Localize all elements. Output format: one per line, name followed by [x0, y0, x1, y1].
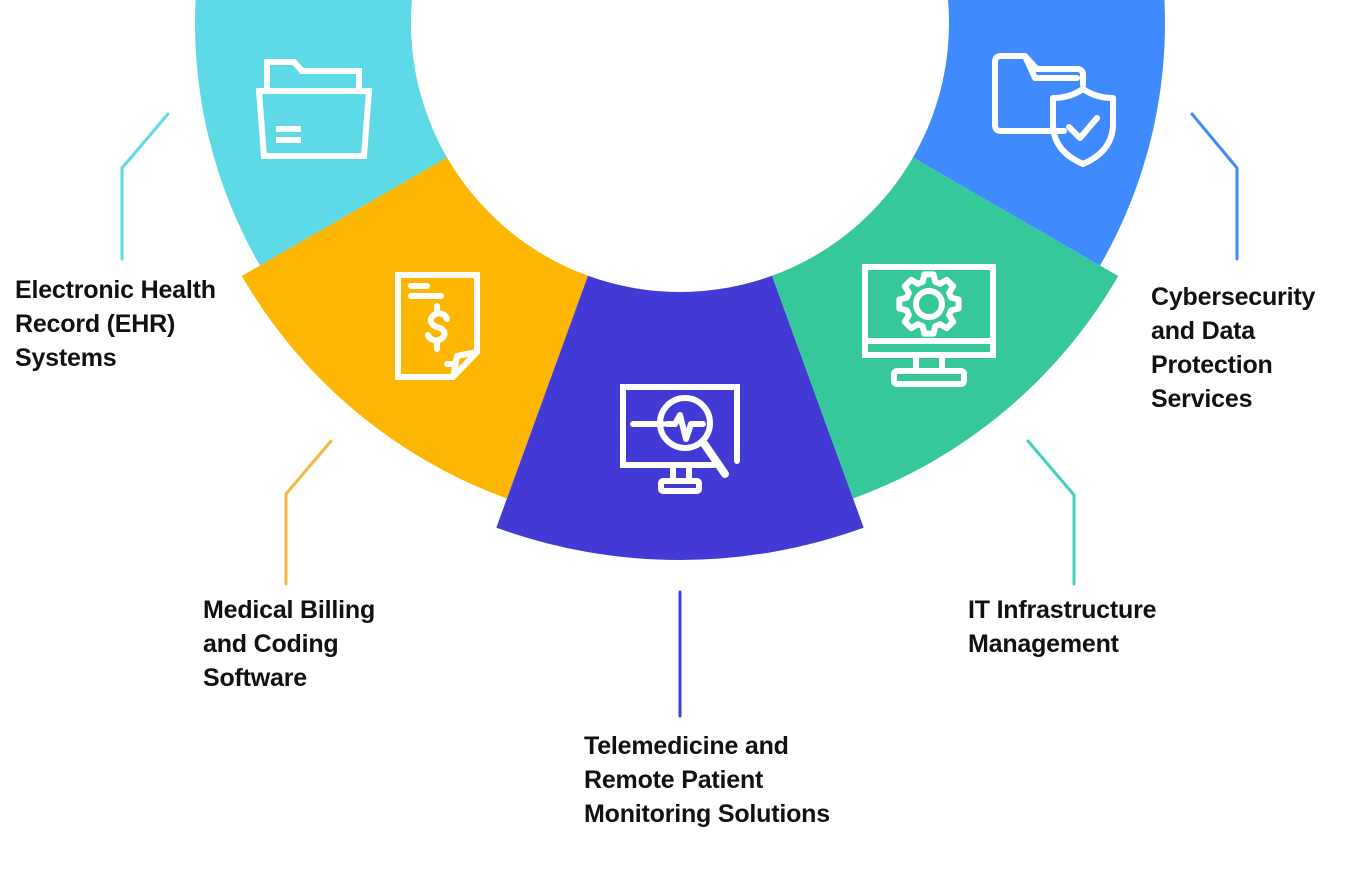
- ring-segment-billing: [241, 157, 588, 499]
- monitor-heartbeat-search-icon: [619, 383, 745, 495]
- open-folder-icon: [256, 58, 372, 160]
- label-line: Monitoring Solutions: [584, 800, 830, 828]
- label-line: and Data: [1151, 317, 1255, 345]
- folder-shield-check-icon: [991, 52, 1121, 168]
- segment-label-cybersecurity: Cybersecurity and Data Protection Servic…: [1151, 280, 1315, 416]
- connector-line-cybersecurity: [1190, 112, 1239, 261]
- label-line: Electronic Health: [15, 276, 216, 304]
- label-line: Medical Billing: [203, 596, 376, 624]
- label-line: Management: [968, 630, 1119, 658]
- label-line: Systems: [15, 344, 117, 372]
- connector-line-billing: [284, 439, 333, 586]
- segment-label-ehr: Electronic Health Record (EHR) Systems: [15, 273, 216, 375]
- label-line: Protection: [1151, 351, 1273, 379]
- gear-outline: [896, 271, 962, 337]
- label-line: Record (EHR): [15, 310, 176, 338]
- label-line: Cybersecurity: [1151, 283, 1316, 311]
- segment-label-billing: Medical Billing and Coding Software: [203, 593, 375, 695]
- segment-label-telemedicine: Telemedicine and Remote Patient Monitori…: [584, 729, 830, 831]
- label-line: and Coding: [203, 630, 339, 658]
- label-line: Telemedicine and: [584, 732, 789, 760]
- label-line: Software: [203, 664, 307, 692]
- connector-line-it-infra: [1026, 439, 1076, 586]
- monitor-gear-icon: [862, 264, 996, 388]
- segment-label-it-infra: IT Infrastructure Management: [968, 593, 1157, 661]
- label-line: Services: [1151, 385, 1253, 413]
- gear-hub: [913, 288, 945, 320]
- label-line: IT Infrastructure: [968, 596, 1157, 624]
- ring-segment-ehr: [195, 0, 448, 266]
- connector-line-ehr: [120, 112, 170, 261]
- label-line: Remote Patient: [584, 766, 764, 794]
- invoice-dollar-icon: [395, 272, 481, 380]
